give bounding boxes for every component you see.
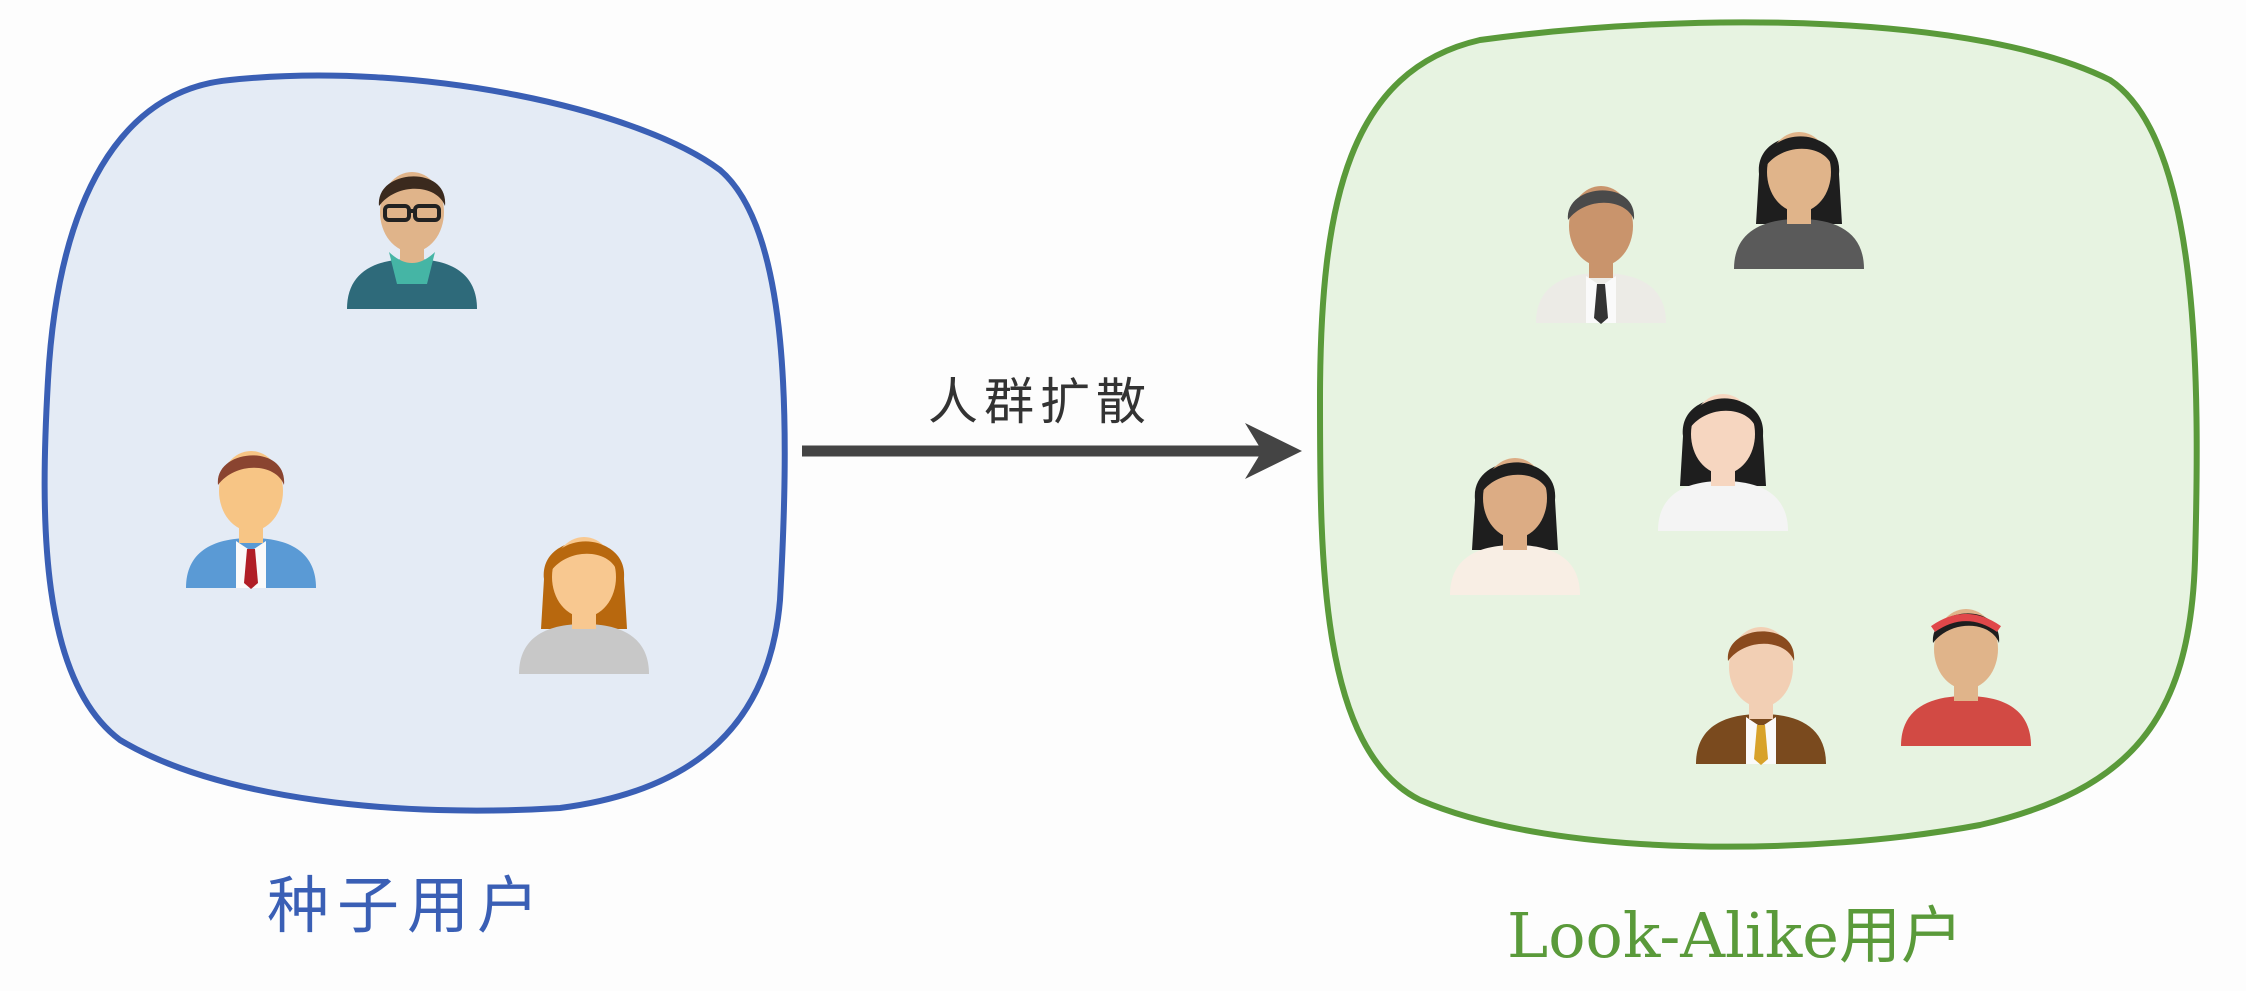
expansion-label: 人群扩散 <box>928 373 1152 431</box>
man-blue-suit-tie-icon <box>166 423 336 593</box>
man-brown-suit-icon <box>1676 599 1846 769</box>
lookalike-users-label: Look-Alike用户 <box>1507 899 1963 972</box>
man-glasses-scarf-icon <box>327 144 497 314</box>
woman-grey-suit-icon <box>1714 104 1884 274</box>
woman-floral-dress-icon <box>1430 430 1600 600</box>
woman-brown-hair-icon <box>499 509 669 679</box>
woman-long-black-hair-icon <box>1638 366 1808 536</box>
arrow-head <box>1245 423 1302 479</box>
seed-users-label: 种子用户 <box>266 869 548 942</box>
man-suspenders-icon <box>1516 158 1686 328</box>
woman-red-headband-icon <box>1881 581 2051 751</box>
